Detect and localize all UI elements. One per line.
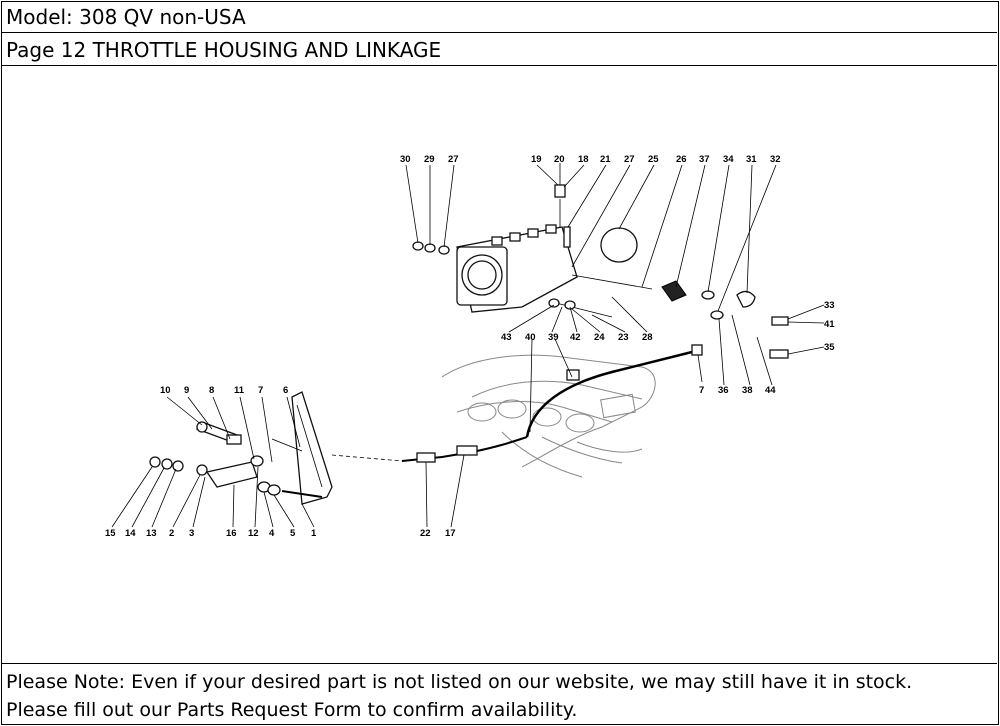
callout-21[interactable]: 21	[600, 154, 611, 165]
model-header: Model: 308 QV non-USA	[1, 1, 997, 33]
callout-3[interactable]: 3	[189, 528, 194, 539]
callout-10[interactable]: 10	[160, 385, 171, 396]
engine-manifold-drawing	[441, 354, 656, 478]
callout-33[interactable]: 33	[824, 300, 835, 311]
callout-27b[interactable]: 27	[624, 154, 635, 165]
callout-41[interactable]: 41	[824, 319, 835, 330]
callout-44[interactable]: 44	[765, 385, 776, 396]
callout-43[interactable]: 43	[501, 332, 512, 343]
callout-34[interactable]: 34	[723, 154, 734, 165]
callout-4[interactable]: 4	[269, 528, 275, 539]
stock-note-line-2: Please fill out our Parts Request Form t…	[6, 699, 578, 721]
callout-40[interactable]: 40	[525, 332, 536, 343]
callout-36[interactable]: 36	[718, 385, 729, 396]
callout-38[interactable]: 38	[742, 385, 753, 396]
callout-12[interactable]: 12	[248, 528, 259, 539]
callout-5[interactable]: 5	[290, 528, 296, 539]
callout-2[interactable]: 2	[169, 528, 174, 539]
callout-19[interactable]: 19	[531, 154, 542, 165]
callout-39[interactable]: 39	[548, 332, 559, 343]
callout-1[interactable]: 1	[311, 528, 317, 539]
callout-29[interactable]: 29	[424, 154, 435, 165]
callout-13[interactable]: 13	[146, 528, 157, 539]
callout-28[interactable]: 28	[642, 332, 653, 343]
callout-25[interactable]: 25	[648, 154, 659, 165]
callout-27[interactable]: 27	[448, 154, 459, 165]
callout-16[interactable]: 16	[226, 528, 237, 539]
callout-32[interactable]: 32	[770, 154, 781, 165]
stock-note: Please Note: Even if your desired part i…	[1, 663, 997, 723]
parts-diagram: 30 29 27 19 20 18 21 27 25 26 37 34 31 3…	[2, 67, 997, 663]
callout-22[interactable]: 22	[420, 528, 431, 539]
callout-7-upper[interactable]: 7	[699, 385, 704, 396]
callout-26[interactable]: 26	[676, 154, 687, 165]
callout-23[interactable]: 23	[618, 332, 629, 343]
page-title: Page 12 THROTTLE HOUSING AND LINKAGE	[1, 34, 997, 66]
callout-31[interactable]: 31	[746, 154, 757, 165]
callout-numbers: 30 29 27 19 20 18 21 27 25 26 37 34 31 3…	[105, 154, 835, 539]
callout-24[interactable]: 24	[594, 332, 605, 343]
callout-30[interactable]: 30	[400, 154, 411, 165]
callout-35[interactable]: 35	[824, 342, 835, 353]
callout-9[interactable]: 9	[184, 385, 189, 396]
callout-20[interactable]: 20	[554, 154, 565, 165]
callout-7[interactable]: 7	[258, 385, 263, 396]
callout-14[interactable]: 14	[125, 528, 136, 539]
callout-11[interactable]: 11	[234, 385, 245, 396]
throttle-housing-drawing	[412, 184, 789, 359]
stock-note-line-1: Please Note: Even if your desired part i…	[6, 671, 913, 693]
callout-15[interactable]: 15	[105, 528, 116, 539]
callout-17[interactable]: 17	[445, 528, 456, 539]
pedal-assembly-drawing	[149, 391, 333, 505]
callout-8[interactable]: 8	[209, 385, 214, 396]
callout-42[interactable]: 42	[570, 332, 581, 343]
callout-6[interactable]: 6	[283, 385, 288, 396]
leader-lines	[111, 163, 825, 528]
callout-37[interactable]: 37	[699, 154, 710, 165]
callout-18[interactable]: 18	[578, 154, 589, 165]
